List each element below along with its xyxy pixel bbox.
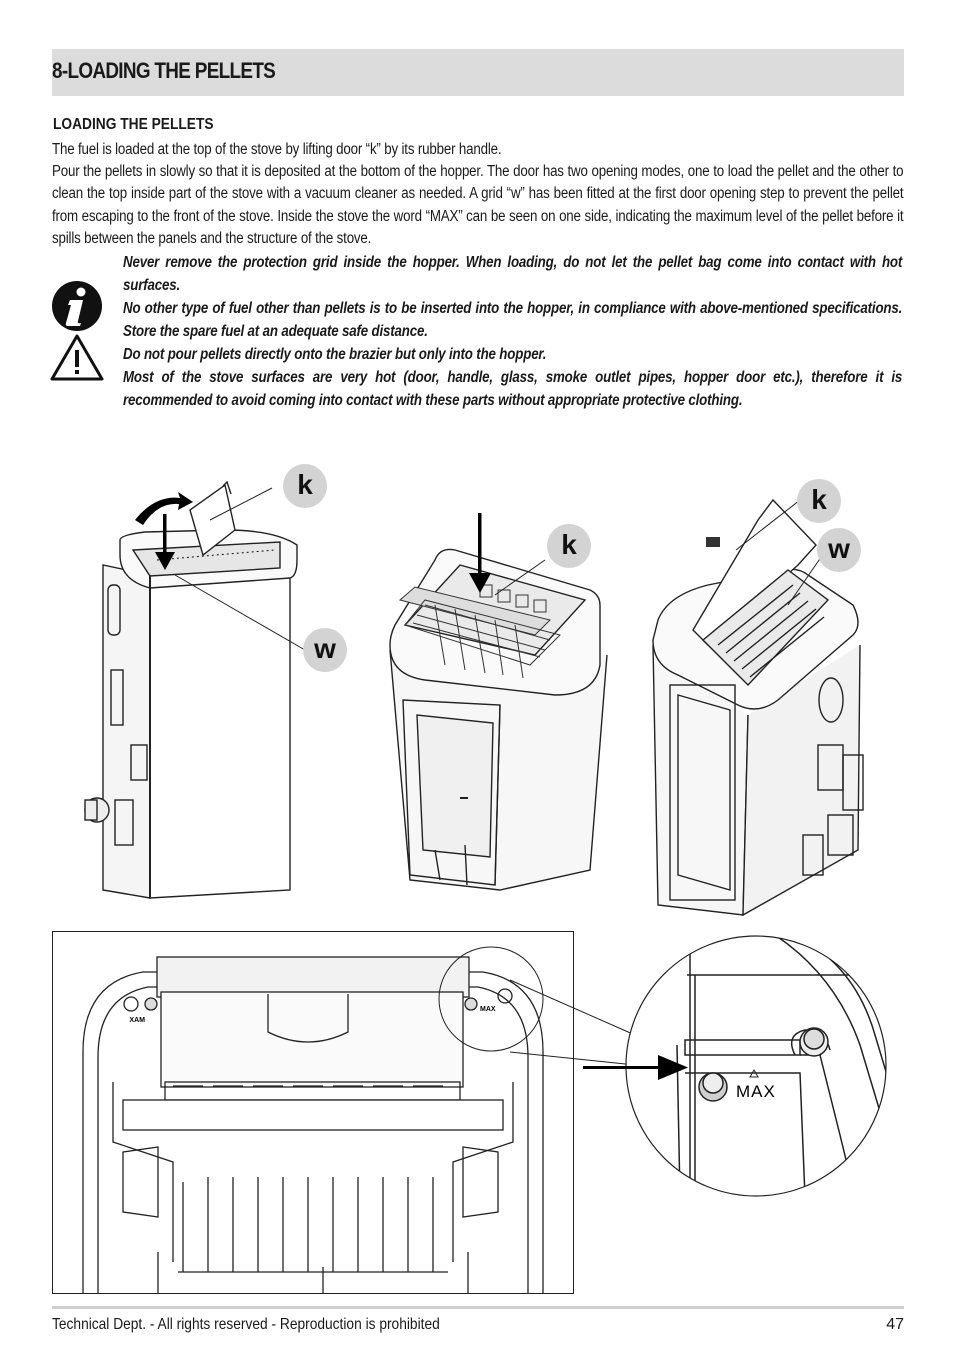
callout-w-1: w bbox=[303, 628, 347, 672]
max-label-left: MAX bbox=[129, 1017, 145, 1024]
section-header-bar bbox=[52, 49, 904, 96]
callout-k-3: k bbox=[797, 479, 841, 523]
body-paragraph-2: Pour the pellets in slowly so that it is… bbox=[52, 163, 904, 247]
subsection-title: LOADING THE PELLETS bbox=[53, 116, 214, 133]
detail-pointer-arrow bbox=[583, 1055, 688, 1080]
safety-icons bbox=[50, 280, 104, 387]
hopper-top-view-drawing: MAX MAX bbox=[82, 946, 544, 1293]
stove-rear-view-figure bbox=[652, 498, 864, 917]
body-paragraph-1: The fuel is loaded at the top of the sto… bbox=[52, 141, 502, 158]
callout-k-1: k bbox=[283, 464, 327, 508]
footer-copyright: Technical Dept. - All rights reserved - … bbox=[52, 1316, 440, 1333]
info-icon bbox=[52, 281, 102, 331]
warning-1: Never remove the protection grid inside … bbox=[123, 254, 903, 294]
warning-2: No other type of fuel other than pellets… bbox=[123, 300, 903, 340]
page-number: 47 bbox=[886, 1316, 904, 1333]
max-label-detail: MAX bbox=[736, 1082, 776, 1101]
hopper-top-view-frame: MAX MAX bbox=[52, 931, 574, 1294]
max-label-right: MAX bbox=[480, 1006, 496, 1013]
callout-w-3: w bbox=[817, 528, 861, 572]
detail-connector-lines bbox=[509, 979, 636, 1066]
warning-block: Never remove the protection grid inside … bbox=[123, 251, 902, 412]
stove-front-view-figure bbox=[389, 513, 608, 891]
warning-triangle-icon bbox=[50, 334, 104, 381]
callout-k-2: k bbox=[547, 524, 591, 568]
warning-3: Do not pour pellets directly onto the br… bbox=[123, 346, 547, 363]
footer-divider bbox=[52, 1306, 904, 1309]
stove-side-view-figure bbox=[84, 480, 306, 899]
section-title: 8-LOADING THE PELLETS bbox=[52, 58, 276, 83]
warning-4: Most of the stove surfaces are very hot … bbox=[123, 369, 903, 409]
